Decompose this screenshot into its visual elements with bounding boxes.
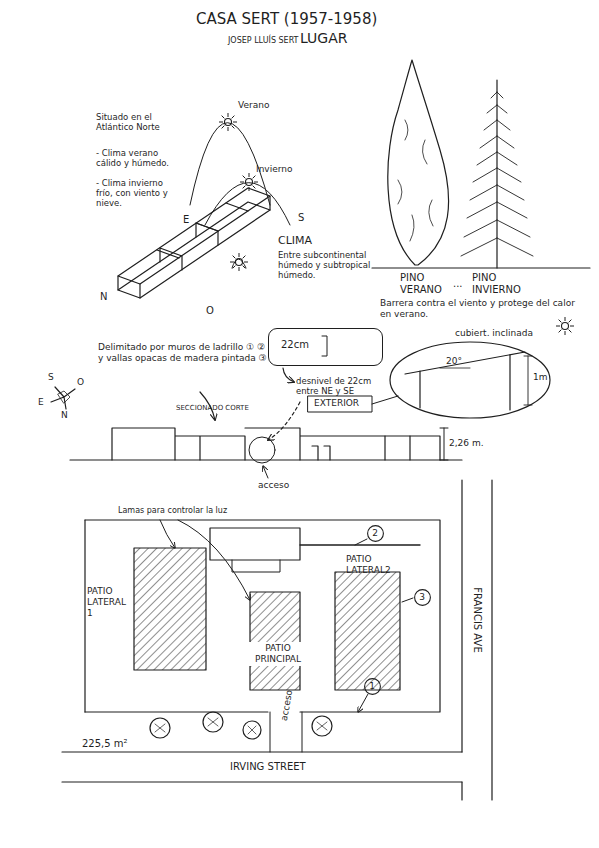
callout-number: 3 [414, 589, 431, 606]
patio-label: PATIO PRINCIPAL [246, 642, 310, 666]
box-text: 22cm [281, 339, 370, 351]
orientation-letter: N [100, 291, 114, 303]
dimension: 1m [533, 372, 555, 383]
section-heading: LUGAR [300, 30, 360, 47]
compass-letter: N [61, 410, 73, 421]
tree-note: Barrera contra el viento y protege del c… [380, 298, 575, 320]
roof-label: cubiert. inclinada [455, 328, 555, 339]
site-note: Situado en el Atlántico Norte [96, 112, 182, 132]
tree-label: PINO INVIERNO [472, 272, 538, 296]
section-heading: CLIMA [278, 234, 338, 247]
section-label: SECCIONADO CORTE [176, 404, 254, 412]
boundary-note: Delimitado por muros de ladrillo ① ② y v… [98, 342, 273, 364]
climate-note: - Clima invierno frío, con viento y niev… [96, 178, 182, 209]
access-label: acceso [258, 480, 308, 491]
tree-label: PINO VERANO [400, 272, 452, 296]
climate-note: Entre subcontinental húmedo y subtropica… [278, 250, 378, 281]
climate-note: - Clima verano cálido y húmedo. [96, 148, 182, 168]
ellipsis: ... [453, 278, 469, 290]
street-name: IRVING STREET [230, 761, 360, 773]
patio-label: PATIO LATERAL 1 [87, 586, 131, 618]
callout-number: 2 [367, 525, 384, 542]
street-name: FRANCIS AVE [471, 574, 483, 666]
level-note: desnivel de 22cm entre NE y SE [296, 376, 388, 396]
dimension: 2,26 m. [449, 438, 497, 449]
compass-letter: E [38, 397, 50, 408]
compass-letter: O [77, 377, 89, 388]
sun-label: Verano [238, 100, 288, 111]
orientation-letter: O [206, 305, 220, 317]
compass-letter: S [48, 372, 60, 383]
section-label: EXTERIOR [314, 398, 372, 409]
callout-number: 1 [364, 678, 381, 695]
callout-text: 1 [369, 681, 375, 692]
sun-label: Invierno [256, 164, 316, 175]
louver-note: Lamas para controlar la luz [118, 506, 268, 516]
area-label: 225,5 m² [82, 738, 144, 750]
callout-text: 3 [419, 592, 425, 603]
patio-label: PATIO LATERAL2 [346, 554, 418, 576]
orientation-letter: E [183, 214, 195, 226]
callout-text: 2 [372, 528, 378, 539]
angle-label: 20° [446, 356, 476, 367]
orientation-letter: S [298, 212, 312, 224]
level-box: 22cm [268, 328, 383, 366]
title: CASA SERT (1957-1958) [196, 10, 377, 28]
